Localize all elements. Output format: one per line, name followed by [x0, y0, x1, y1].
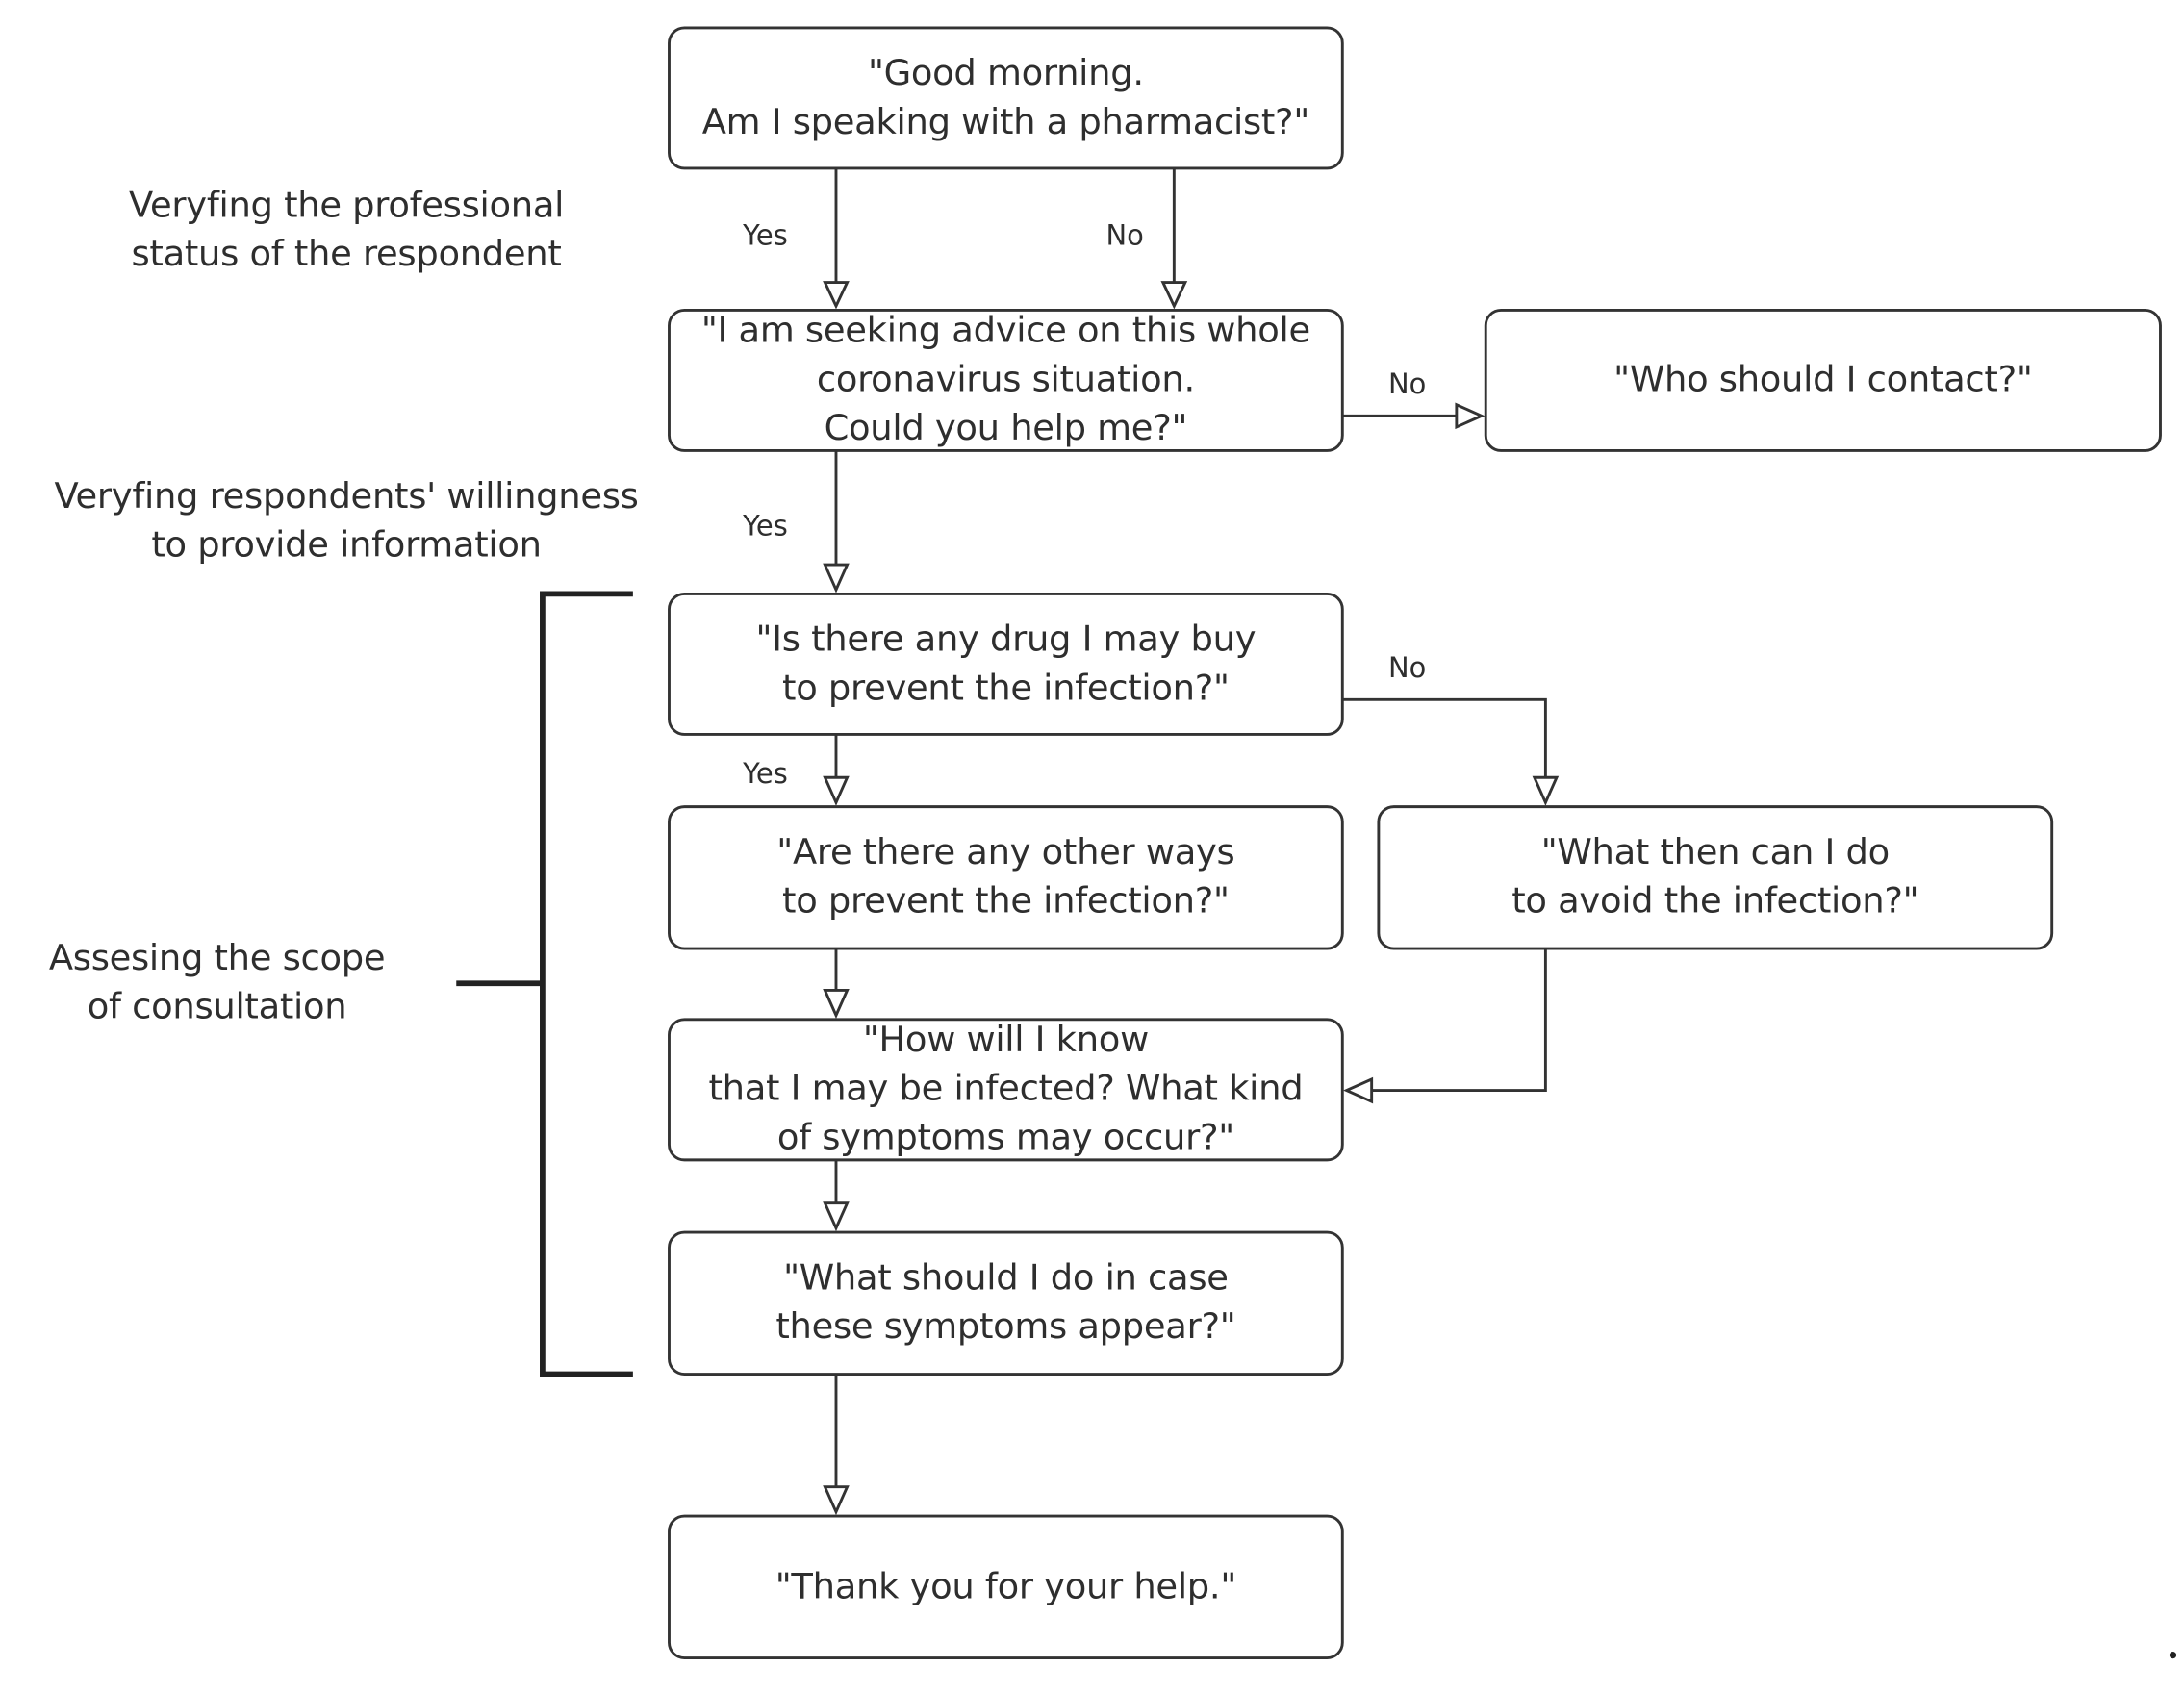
node-what-do: "What should I do in case these symptoms… [668, 1230, 1344, 1376]
node-who-contact: "Who should I contact?" [1484, 308, 2162, 452]
arrowhead [1532, 775, 1560, 806]
arrowhead [823, 1485, 850, 1516]
node-greeting-text: "Good morning. Am I speaking with a phar… [701, 52, 1310, 143]
annotation-professional-status: Veryfing the professional status of the … [128, 185, 565, 276]
arrowhead [823, 989, 850, 1020]
node-avoid-infection: "What then can I do to avoid the infecti… [1377, 805, 2054, 950]
node-seeking-advice: "I am seeking advice on this whole coron… [668, 308, 1344, 452]
node-avoid-infection-text: "What then can I do to avoid the infecti… [1511, 831, 1919, 922]
edge-avoid-symptoms [1371, 948, 1547, 1093]
node-symptoms: "How will I know that I may be infected?… [668, 1018, 1344, 1162]
node-seeking-advice-text: "I am seeking advice on this whole coron… [700, 310, 1310, 450]
edge-label-drug-yes: Yes [743, 756, 788, 791]
annotation-willingness: Veryfing respondents' willingness to pro… [54, 475, 639, 567]
trailing-dot [2169, 1652, 2177, 1659]
arrowhead [823, 563, 850, 594]
arrowhead [1343, 1076, 1374, 1104]
edge-label-seeking-no: No [1388, 366, 1427, 401]
arrowhead [1455, 402, 1486, 430]
edge-label-seeking-yes: Yes [743, 509, 788, 543]
edge-label-greeting-yes: Yes [743, 218, 788, 252]
node-drug-prevent: "Is there any drug I may buy to prevent … [668, 592, 1344, 736]
annotation-scope: Assesing the scope of consultation [48, 937, 386, 1028]
node-other-ways: "Are there any other ways to prevent the… [668, 805, 1344, 950]
node-symptoms-text: "How will I know that I may be infected?… [708, 1019, 1304, 1159]
node-other-ways-text: "Are there any other ways to prevent the… [776, 831, 1235, 922]
arrowhead [823, 775, 850, 806]
arrowhead [823, 1201, 850, 1232]
node-thank-you: "Thank you for your help." [668, 1514, 1344, 1659]
node-thank-you-text: "Thank you for your help." [775, 1565, 1237, 1607]
node-drug-prevent-text: "Is there any drug I may buy to prevent … [755, 618, 1257, 709]
edge-label-greeting-no: No [1105, 218, 1144, 252]
edge-drug-no [1342, 697, 1547, 778]
arrowhead [1160, 281, 1188, 310]
edge-label-drug-no: No [1388, 650, 1427, 685]
scope-bracket [540, 591, 633, 1377]
arrowhead [823, 281, 850, 310]
node-greeting: "Good morning. Am I speaking with a phar… [668, 26, 1344, 170]
node-who-contact-text: "Who should I contact?" [1613, 359, 2033, 401]
node-what-do-text: "What should I do in case these symptoms… [775, 1257, 1236, 1349]
